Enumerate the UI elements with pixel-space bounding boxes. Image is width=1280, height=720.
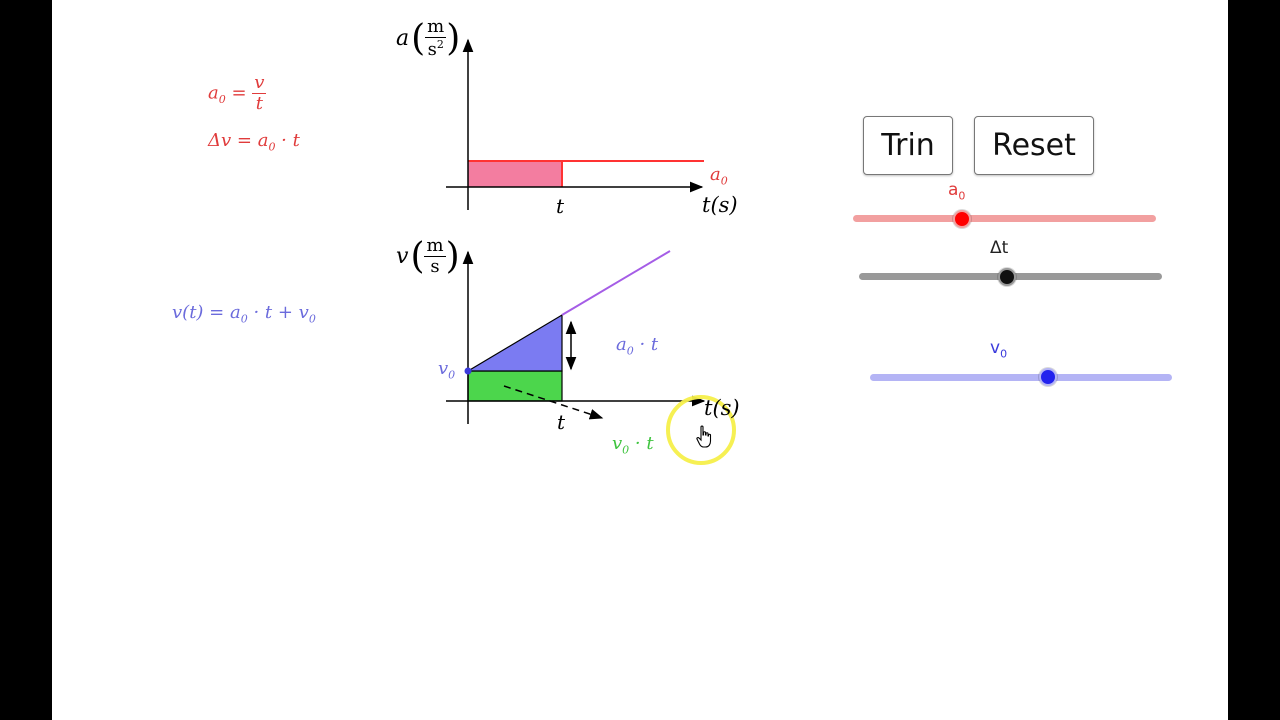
- v0t-area: [467, 370, 563, 402]
- v0-point[interactable]: [464, 367, 472, 375]
- velocity-x-label: t(s): [704, 396, 740, 420]
- hand-pointer-icon: [696, 425, 712, 448]
- slider-v0-track[interactable]: [870, 374, 1172, 381]
- accel-t-marker: t: [556, 194, 565, 218]
- slider-dt-label: Δt: [990, 238, 1009, 258]
- formula-delta-v: Δv = a0 · t: [208, 130, 300, 154]
- slider-v0-label: v0: [990, 338, 1008, 361]
- acceleration-graph: [446, 38, 704, 210]
- slider-a0-track[interactable]: [853, 215, 1156, 222]
- formula-v-of-t: v(t) = a0 · t + v0: [172, 302, 316, 326]
- velocity-y-label: v ( m s ): [396, 235, 460, 277]
- slider-a0-label: a0: [948, 180, 966, 203]
- cursor-highlight-ring: [666, 395, 736, 465]
- graphs-svg: [446, 38, 736, 465]
- accel-series-label: a0: [710, 164, 728, 188]
- velocity-line: [561, 250, 671, 316]
- accel-y-label: a ( m s2 ): [396, 16, 461, 60]
- accel-x-label: t(s): [702, 193, 738, 217]
- a0t-area: [465, 313, 563, 372]
- slider-dt-knob[interactable]: [998, 268, 1017, 286]
- slider-a0-knob[interactable]: [953, 210, 972, 228]
- trin-button[interactable]: Trin: [863, 116, 953, 175]
- slider-v0-knob[interactable]: [1039, 368, 1058, 386]
- reset-button[interactable]: Reset: [974, 116, 1094, 175]
- a0t-label: a0 · t: [616, 334, 659, 358]
- velocity-graph: [446, 250, 706, 424]
- v0t-label: v0 · t: [612, 433, 654, 457]
- v0t-dashed-arrow: [503, 385, 604, 420]
- velocity-t-marker: t: [557, 410, 566, 434]
- accel-area: [468, 161, 562, 187]
- v0-label: v0: [438, 358, 456, 382]
